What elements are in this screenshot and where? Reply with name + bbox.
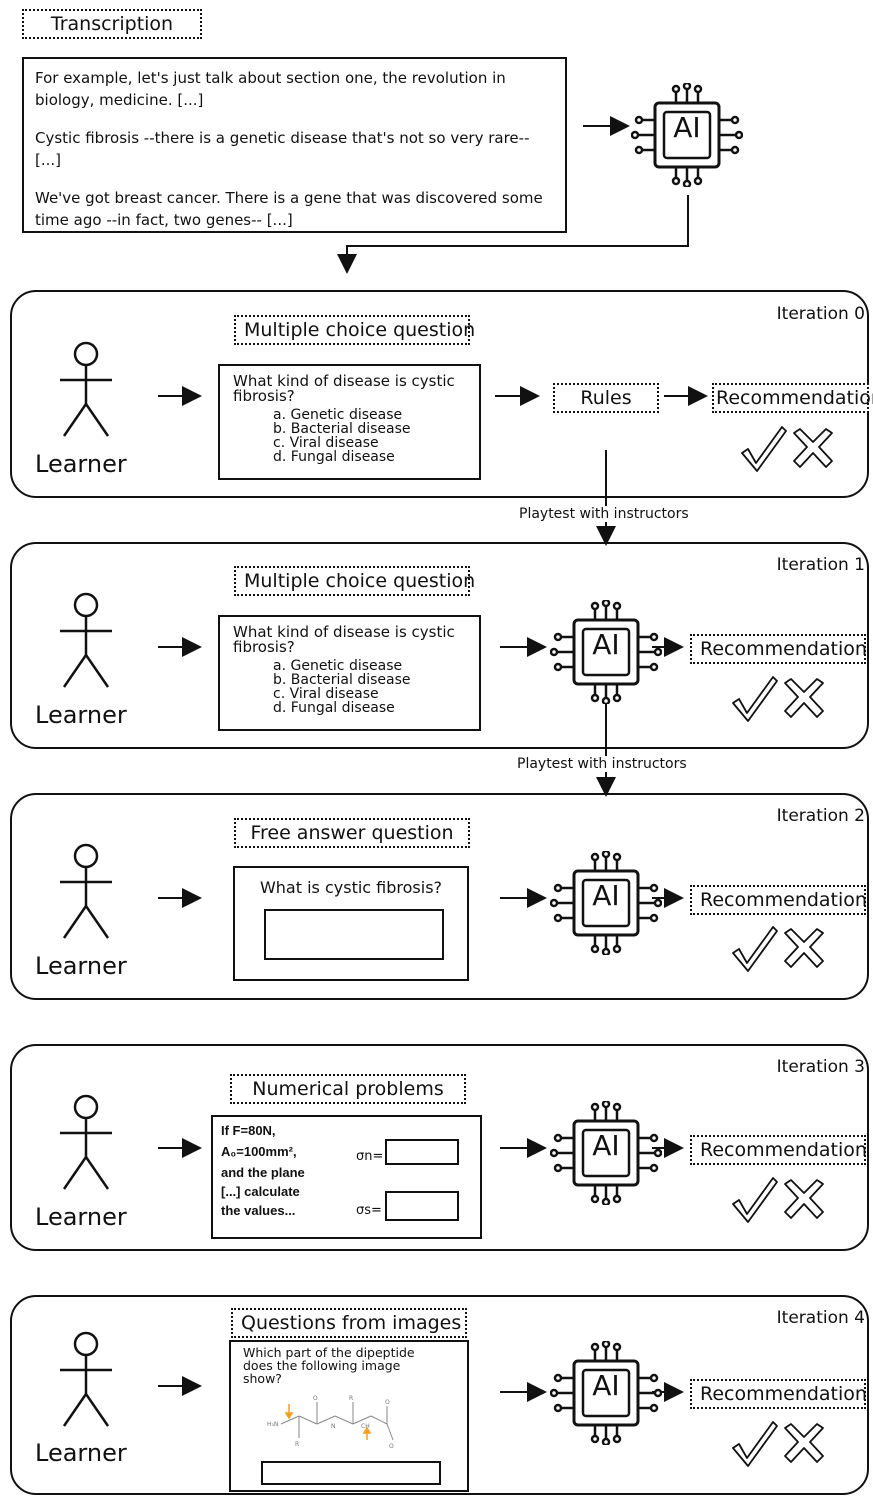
iteration-1-question-box: What kind of disease is cystic fibrosis?… bbox=[218, 615, 481, 731]
transcription-box: For example, let's just talk about secti… bbox=[22, 57, 567, 233]
svg-text:R: R bbox=[349, 1395, 353, 1402]
iteration-0-type-label: Multiple choice question bbox=[234, 315, 475, 345]
playtest-caption-2: Playtest with instructors bbox=[517, 756, 687, 772]
svg-text:CH: CH bbox=[361, 1423, 370, 1430]
iteration-2-type-label: Free answer question bbox=[234, 818, 470, 848]
iteration-3-arrows bbox=[158, 1138, 684, 1158]
free-answer-input[interactable] bbox=[264, 909, 444, 960]
svg-text:O: O bbox=[385, 1399, 390, 1406]
ai-chip-label: AI bbox=[673, 111, 701, 144]
numerical-problem-line-2: A₀=100mm², bbox=[221, 1144, 297, 1159]
iteration-2-panel bbox=[10, 793, 869, 1000]
mcq-question: What kind of disease is cystic fibrosis? bbox=[233, 623, 455, 656]
iteration-4-question-box: Which part of the dipeptide does the fol… bbox=[229, 1340, 469, 1492]
check-cross-icon bbox=[732, 926, 824, 972]
recommendation-box: Recommendation bbox=[712, 383, 873, 413]
transcription-paragraph-3: We've got breast cancer. There is a gene… bbox=[35, 189, 543, 229]
mcq-option-d: d. Fungal disease bbox=[273, 700, 395, 716]
rules-box: Rules bbox=[553, 383, 659, 413]
iteration-4-type-label: Questions from images bbox=[231, 1308, 467, 1338]
svg-text:O: O bbox=[389, 1443, 394, 1450]
check-cross-icon bbox=[732, 676, 824, 722]
learner-label: Learner bbox=[35, 1439, 127, 1467]
svg-text:O: O bbox=[313, 1395, 318, 1402]
numerical-problem-line-1: If F=80N, bbox=[221, 1123, 276, 1138]
learner-figure-icon bbox=[60, 592, 112, 688]
check-cross-icon bbox=[732, 1177, 824, 1223]
learner-figure-icon bbox=[60, 1331, 112, 1427]
iteration-2-question-box: What is cystic fibrosis? bbox=[233, 866, 469, 981]
ai-chip-label: AI bbox=[592, 879, 620, 912]
mcq-option-b: b. Bacterial disease bbox=[273, 672, 411, 688]
iteration-3-panel bbox=[10, 1044, 869, 1251]
transcription-paragraph-2: Cystic fibrosis --there is a genetic dis… bbox=[35, 129, 530, 169]
mcq-option-c: c. Viral disease bbox=[273, 435, 379, 451]
image-answer-input[interactable] bbox=[261, 1461, 441, 1485]
ai-chip-icon bbox=[550, 851, 662, 955]
sigma-s-label: σs= bbox=[356, 1203, 382, 1218]
learner-label: Learner bbox=[35, 952, 127, 980]
playtest-caption-1: Playtest with instructors bbox=[519, 506, 689, 522]
numerical-problem-line-4: [...] calculate bbox=[221, 1184, 300, 1199]
learner-label: Learner bbox=[35, 1203, 127, 1231]
iteration-4-title: Iteration 4 bbox=[776, 1308, 865, 1328]
recommendation-box: Recommendation bbox=[690, 885, 867, 915]
check-cross-icon bbox=[741, 426, 833, 472]
learner-figure-icon bbox=[60, 341, 112, 437]
iteration-0-question-box: What kind of disease is cystic fibrosis?… bbox=[218, 364, 481, 480]
learner-label: Learner bbox=[35, 701, 127, 729]
svg-text:N: N bbox=[331, 1423, 336, 1430]
ai-chip-label: AI bbox=[592, 628, 620, 661]
ai-chip-icon bbox=[550, 1101, 662, 1205]
ai-chip-label: AI bbox=[592, 1369, 620, 1402]
ai-chip-icon bbox=[631, 83, 743, 187]
dipeptide-structure-image: H₃N O N R O O R CH bbox=[267, 1395, 394, 1450]
mcq-option-a: a. Genetic disease bbox=[273, 658, 403, 674]
sigma-n-label: σn= bbox=[356, 1149, 384, 1164]
sigma-n-input[interactable] bbox=[385, 1139, 459, 1165]
sigma-s-input[interactable] bbox=[385, 1191, 459, 1221]
iteration-1-panel bbox=[10, 542, 869, 749]
recommendation-box: Recommendation bbox=[690, 634, 867, 664]
iteration-4-panel bbox=[10, 1295, 869, 1495]
recommendation-box: Recommendation bbox=[690, 1135, 867, 1165]
iteration-2-arrows bbox=[158, 888, 684, 908]
mcq-option-d: d. Fungal disease bbox=[273, 449, 395, 465]
svg-text:H₃N: H₃N bbox=[267, 1421, 278, 1428]
iteration-0-title: Iteration 0 bbox=[776, 304, 865, 324]
free-answer-question: What is cystic fibrosis? bbox=[259, 878, 443, 897]
svg-text:R: R bbox=[295, 1441, 299, 1448]
transcription-label: Transcription bbox=[22, 9, 202, 39]
learner-label: Learner bbox=[35, 450, 127, 478]
iteration-1-arrows bbox=[158, 637, 684, 657]
image-question: Which part of the dipeptide does the fol… bbox=[243, 1345, 415, 1386]
transcription-paragraph-1: For example, let's just talk about secti… bbox=[35, 69, 506, 109]
connector-ai-to-iteration bbox=[337, 195, 689, 274]
ai-chip-icon bbox=[550, 600, 662, 704]
iteration-1-title: Iteration 1 bbox=[776, 555, 865, 575]
iteration-3-type-label: Numerical problems bbox=[230, 1074, 466, 1104]
numerical-problem-line-5: the values... bbox=[221, 1203, 296, 1218]
iteration-3-title: Iteration 3 bbox=[776, 1057, 865, 1077]
numerical-problem-line-3: and the plane bbox=[221, 1165, 305, 1180]
recommendation-box: Recommendation bbox=[690, 1379, 867, 1409]
iteration-1-type-label: Multiple choice question bbox=[234, 566, 475, 596]
mcq-option-b: b. Bacterial disease bbox=[273, 421, 411, 437]
iteration-3-question-box: If F=80N, A₀=100mm², and the plane [...]… bbox=[211, 1115, 482, 1239]
mcq-option-c: c. Viral disease bbox=[273, 686, 379, 702]
ai-chip-label: AI bbox=[592, 1129, 620, 1162]
iteration-2-title: Iteration 2 bbox=[776, 806, 865, 826]
learner-figure-icon bbox=[60, 1094, 112, 1190]
iteration-0-arrows bbox=[158, 386, 708, 406]
ai-chip-icon bbox=[550, 1341, 662, 1445]
learner-figure-icon bbox=[60, 843, 112, 939]
mcq-option-a: a. Genetic disease bbox=[273, 407, 403, 423]
check-cross-icon bbox=[732, 1421, 824, 1467]
mcq-question: What kind of disease is cystic fibrosis? bbox=[233, 372, 455, 405]
